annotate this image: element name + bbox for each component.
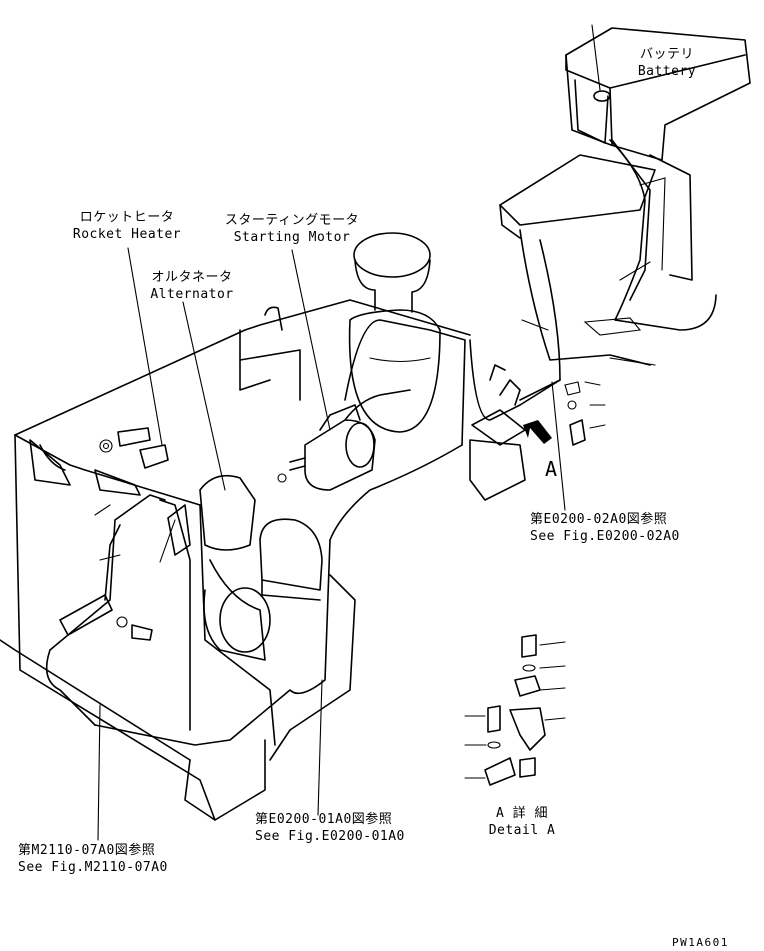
- leader-lines: [94, 247, 656, 841]
- ref-e0200-01a0-en: See Fig.E0200-01A0: [255, 829, 405, 844]
- air-cleaner: [348, 232, 441, 433]
- front-bracket-parts: [59, 504, 191, 641]
- detail-a-label-jp: A 詳 細: [496, 806, 548, 821]
- battery-cables: [519, 139, 717, 401]
- ref-e0200-02a0-en: See Fig.E0200-02A0: [530, 529, 680, 544]
- view-a-arrow: [523, 420, 552, 444]
- rocket-heater-label-en: Rocket Heater: [72, 227, 182, 242]
- detail-a-label-en: Detail A: [488, 823, 556, 838]
- alternator-label-jp: オルタネータ: [151, 270, 233, 285]
- ref-m2110-07a0-jp: 第M2110-07A0図参照: [18, 843, 156, 858]
- ref-e0200-02a0-jp: 第E0200-02A0図参照: [530, 512, 668, 527]
- ref-e0200-01a0-jp: 第E0200-01A0図参照: [255, 812, 393, 827]
- fan-housing: [259, 518, 323, 601]
- alternator-shape: [199, 474, 271, 661]
- starting-motor-shape: [277, 404, 376, 491]
- starting-motor-label-jp: スターティングモータ: [224, 213, 360, 228]
- machine-body: [0, 299, 471, 821]
- view-a-label: A: [545, 457, 558, 481]
- battery-outline: [565, 24, 751, 161]
- battery-label-en: Battery: [637, 64, 697, 79]
- drawing-code: PW1A601: [672, 936, 729, 949]
- battery-label-jp: バッテリ: [639, 47, 694, 62]
- battery-tray: [499, 139, 693, 301]
- rocket-heater-parts: [94, 427, 169, 496]
- starting-motor-label-en: Starting Motor: [233, 230, 351, 245]
- detail-a-parts: [484, 634, 546, 786]
- rocket-heater-label-jp: ロケットヒータ: [79, 210, 175, 225]
- wire-harness: [45, 319, 561, 746]
- ref-m2110-07a0-en: See Fig.M2110-07A0: [18, 860, 168, 875]
- alternator-label-en: Alternator: [150, 287, 234, 302]
